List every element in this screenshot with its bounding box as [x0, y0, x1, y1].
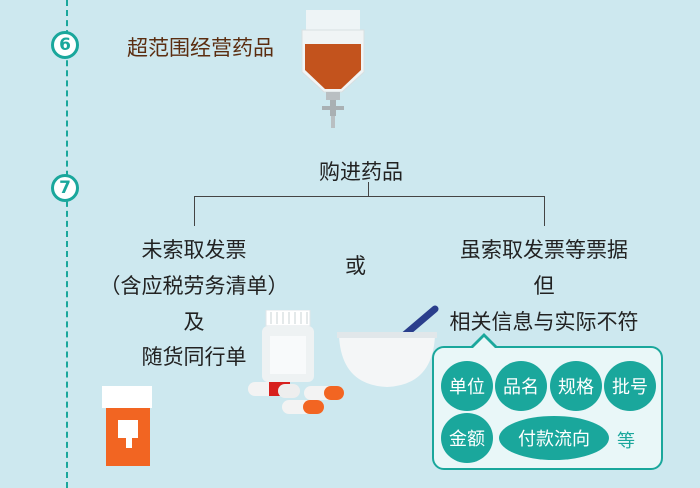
iv-bag-icon: [301, 10, 365, 128]
step-7-title: 购进药品: [319, 160, 403, 184]
pill-bottle-icon: [262, 310, 314, 382]
right-branch-line1: 虽索取发票等票据: [460, 238, 628, 262]
left-branch-line2: （含应税劳务清单）: [99, 274, 289, 298]
or-connector: 或: [345, 254, 366, 278]
tree-right-branch: [544, 196, 545, 226]
info-etc-label: 等: [617, 431, 635, 452]
right-branch-line3: 相关信息与实际不符: [449, 310, 639, 334]
left-branch-line4: 随货同行单: [141, 345, 247, 369]
tree-crossbar: [194, 196, 545, 197]
info-bubble-batch: 批号: [604, 361, 656, 411]
step-7-number: 7: [51, 174, 79, 202]
medicine-box-icon: [102, 386, 152, 466]
left-branch-line3: 及: [183, 310, 205, 334]
info-bubble-product-name: 品名: [495, 361, 547, 411]
capsule-icon: [248, 382, 344, 414]
step-6-number: 6: [51, 31, 79, 59]
info-bubble-payment-flow: 付款流向: [499, 416, 609, 460]
info-bubble-unit: 单位: [441, 361, 493, 411]
info-bubble-amount: 金额: [441, 413, 493, 463]
tree-stem: [368, 182, 369, 196]
right-branch-line2: 但: [533, 274, 555, 298]
left-branch-line1: 未索取发票: [141, 238, 247, 262]
timeline-dashed-line: [66, 0, 68, 488]
mortar-pestle-icon: [337, 305, 439, 387]
tree-left-branch: [194, 196, 195, 226]
info-bubble-spec: 规格: [550, 361, 602, 411]
step-6-title: 超范围经营药品: [127, 36, 274, 60]
callout-tail-inner: [473, 337, 495, 348]
